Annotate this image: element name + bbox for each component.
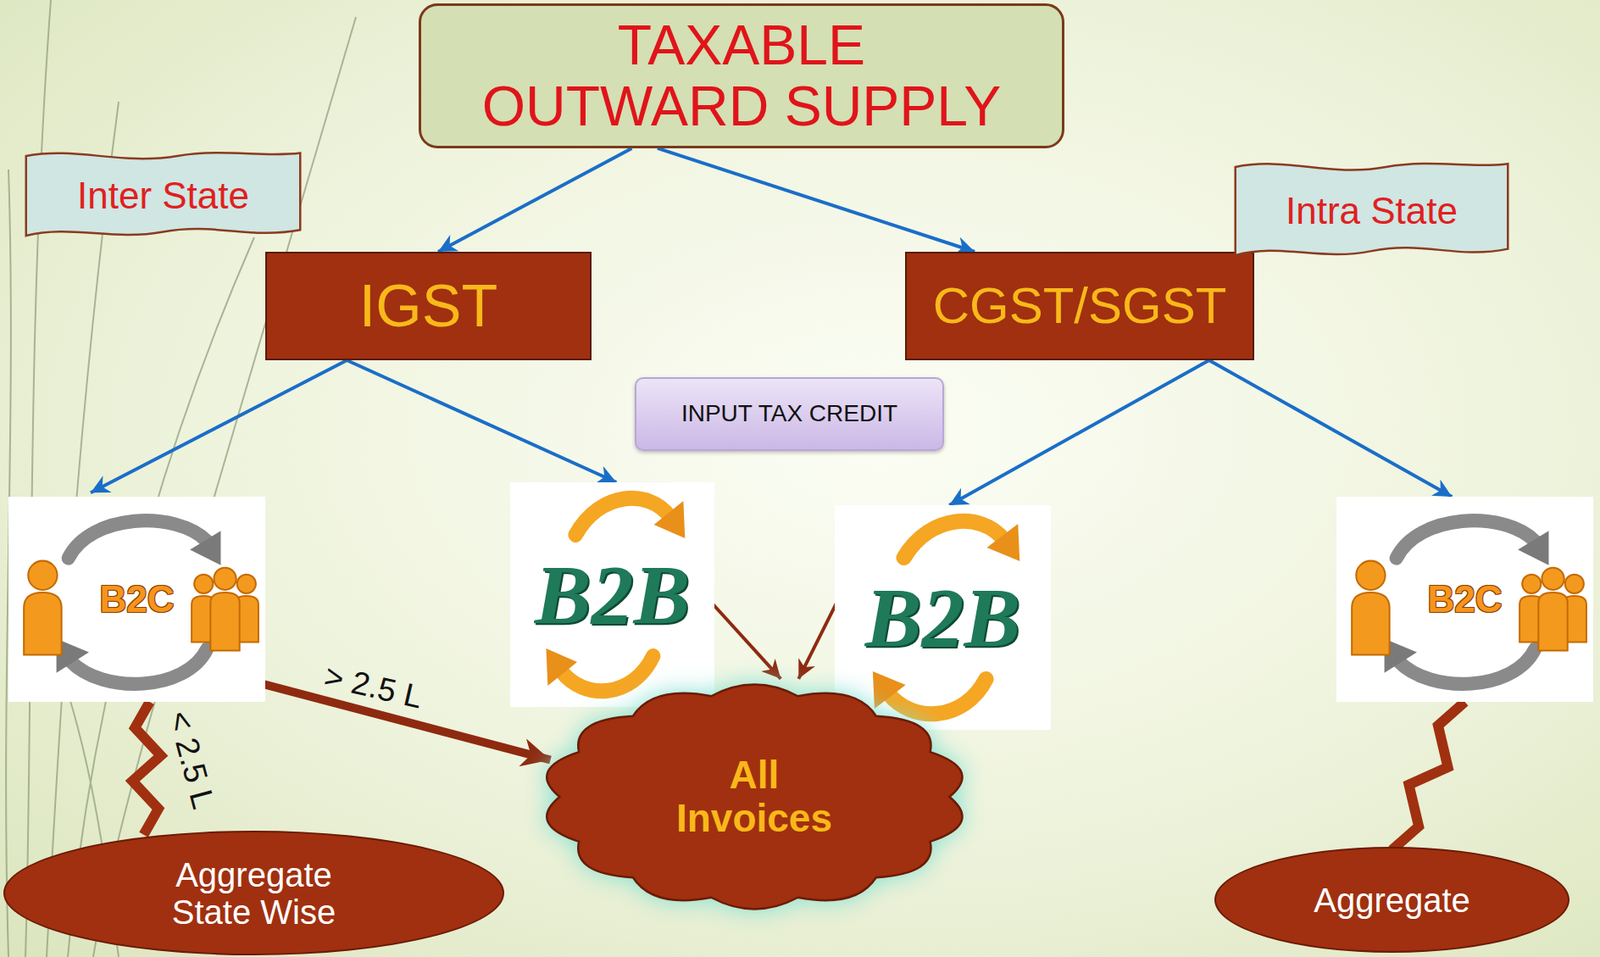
aggregate-ellipse-text: Aggregate State Wise <box>143 855 364 931</box>
person-head <box>1355 561 1385 590</box>
arrow-head <box>189 530 221 565</box>
person-head <box>237 574 256 594</box>
b2b-icon-text: B2B <box>865 571 1021 665</box>
b2b-icon-text: B2B <box>534 548 690 642</box>
credit-box-text: INPUT TAX CREDIT <box>681 400 898 428</box>
b2c-icon-text: B2C <box>99 578 174 620</box>
flag-banner-text: Intra State <box>1285 190 1458 232</box>
arrow-head <box>1517 530 1549 565</box>
arrow-connector <box>346 360 617 483</box>
flag-shape <box>1235 163 1509 256</box>
cycle-arrow <box>904 521 1004 558</box>
aggregate-ellipse-text: Aggregate <box>1313 881 1471 919</box>
cycle-arrow <box>1398 648 1536 684</box>
person-head <box>1522 574 1541 594</box>
icon-ground <box>8 496 266 702</box>
cycle-arrow <box>575 498 670 535</box>
icon-ground <box>1336 496 1594 702</box>
aggregate-ellipse: Aggregate <box>1214 846 1571 953</box>
b2b-icon: B2B <box>510 482 715 707</box>
person-body <box>23 592 62 656</box>
icon-ground <box>510 482 715 707</box>
arrow-connector <box>1209 360 1453 497</box>
flag-banner-text: Inter State <box>77 175 250 217</box>
person-head <box>194 574 213 594</box>
invoice-cloud-text: All Invoices <box>656 753 852 839</box>
arrow-connector <box>90 360 347 493</box>
person-body <box>1351 592 1389 656</box>
b2b-icon: B2B <box>834 505 1051 730</box>
person-body <box>210 592 239 651</box>
arrow-connector <box>438 148 633 252</box>
flag-banner: Inter State <box>20 148 306 244</box>
title-box-text: TAXABLE OUTWARD SUPPLY <box>470 14 1013 138</box>
person-head <box>213 567 236 590</box>
arrow-head <box>654 500 686 539</box>
aggregate-ellipse: Aggregate State Wise <box>3 830 505 956</box>
tax-box: CGST/SGST <box>905 251 1256 361</box>
cloud-shape <box>546 684 962 910</box>
invoice-cloud: All Invoices <box>533 673 977 920</box>
arrow-connector <box>704 594 781 679</box>
arrow-connector <box>657 148 975 252</box>
b2c-icon: B2C <box>8 496 266 702</box>
title-box: TAXABLE OUTWARD SUPPLY <box>418 3 1065 149</box>
person-body <box>1538 592 1567 651</box>
threshold-label: < 2.5 L <box>159 703 223 816</box>
tax-box-text: IGST <box>359 273 498 339</box>
threshold-label: > 2.5 L <box>317 656 430 717</box>
flag-shape <box>26 152 301 236</box>
person-head <box>27 561 57 590</box>
arrow-connector <box>949 360 1210 506</box>
b2c-icon: B2C <box>1336 496 1594 702</box>
cycle-arrow <box>68 520 208 558</box>
flag-banner: Intra State <box>1229 158 1514 264</box>
cycle-arrow <box>70 648 208 684</box>
credit-box: INPUT TAX CREDIT <box>634 377 945 451</box>
arrow-head <box>545 648 578 686</box>
lightning-connector <box>132 701 162 835</box>
b2c-icon-text: B2C <box>1427 578 1502 620</box>
icon-ground <box>834 505 1051 730</box>
tax-box: IGST <box>265 251 592 361</box>
person-head <box>1565 574 1584 594</box>
cycle-arrow <box>1396 520 1536 558</box>
tax-box-text: CGST/SGST <box>933 277 1228 334</box>
arrow-head <box>987 523 1021 562</box>
grass-stroke <box>25 0 51 957</box>
person-head <box>1541 567 1564 590</box>
arrow-head <box>872 671 906 709</box>
lightning-connector <box>1392 701 1466 850</box>
